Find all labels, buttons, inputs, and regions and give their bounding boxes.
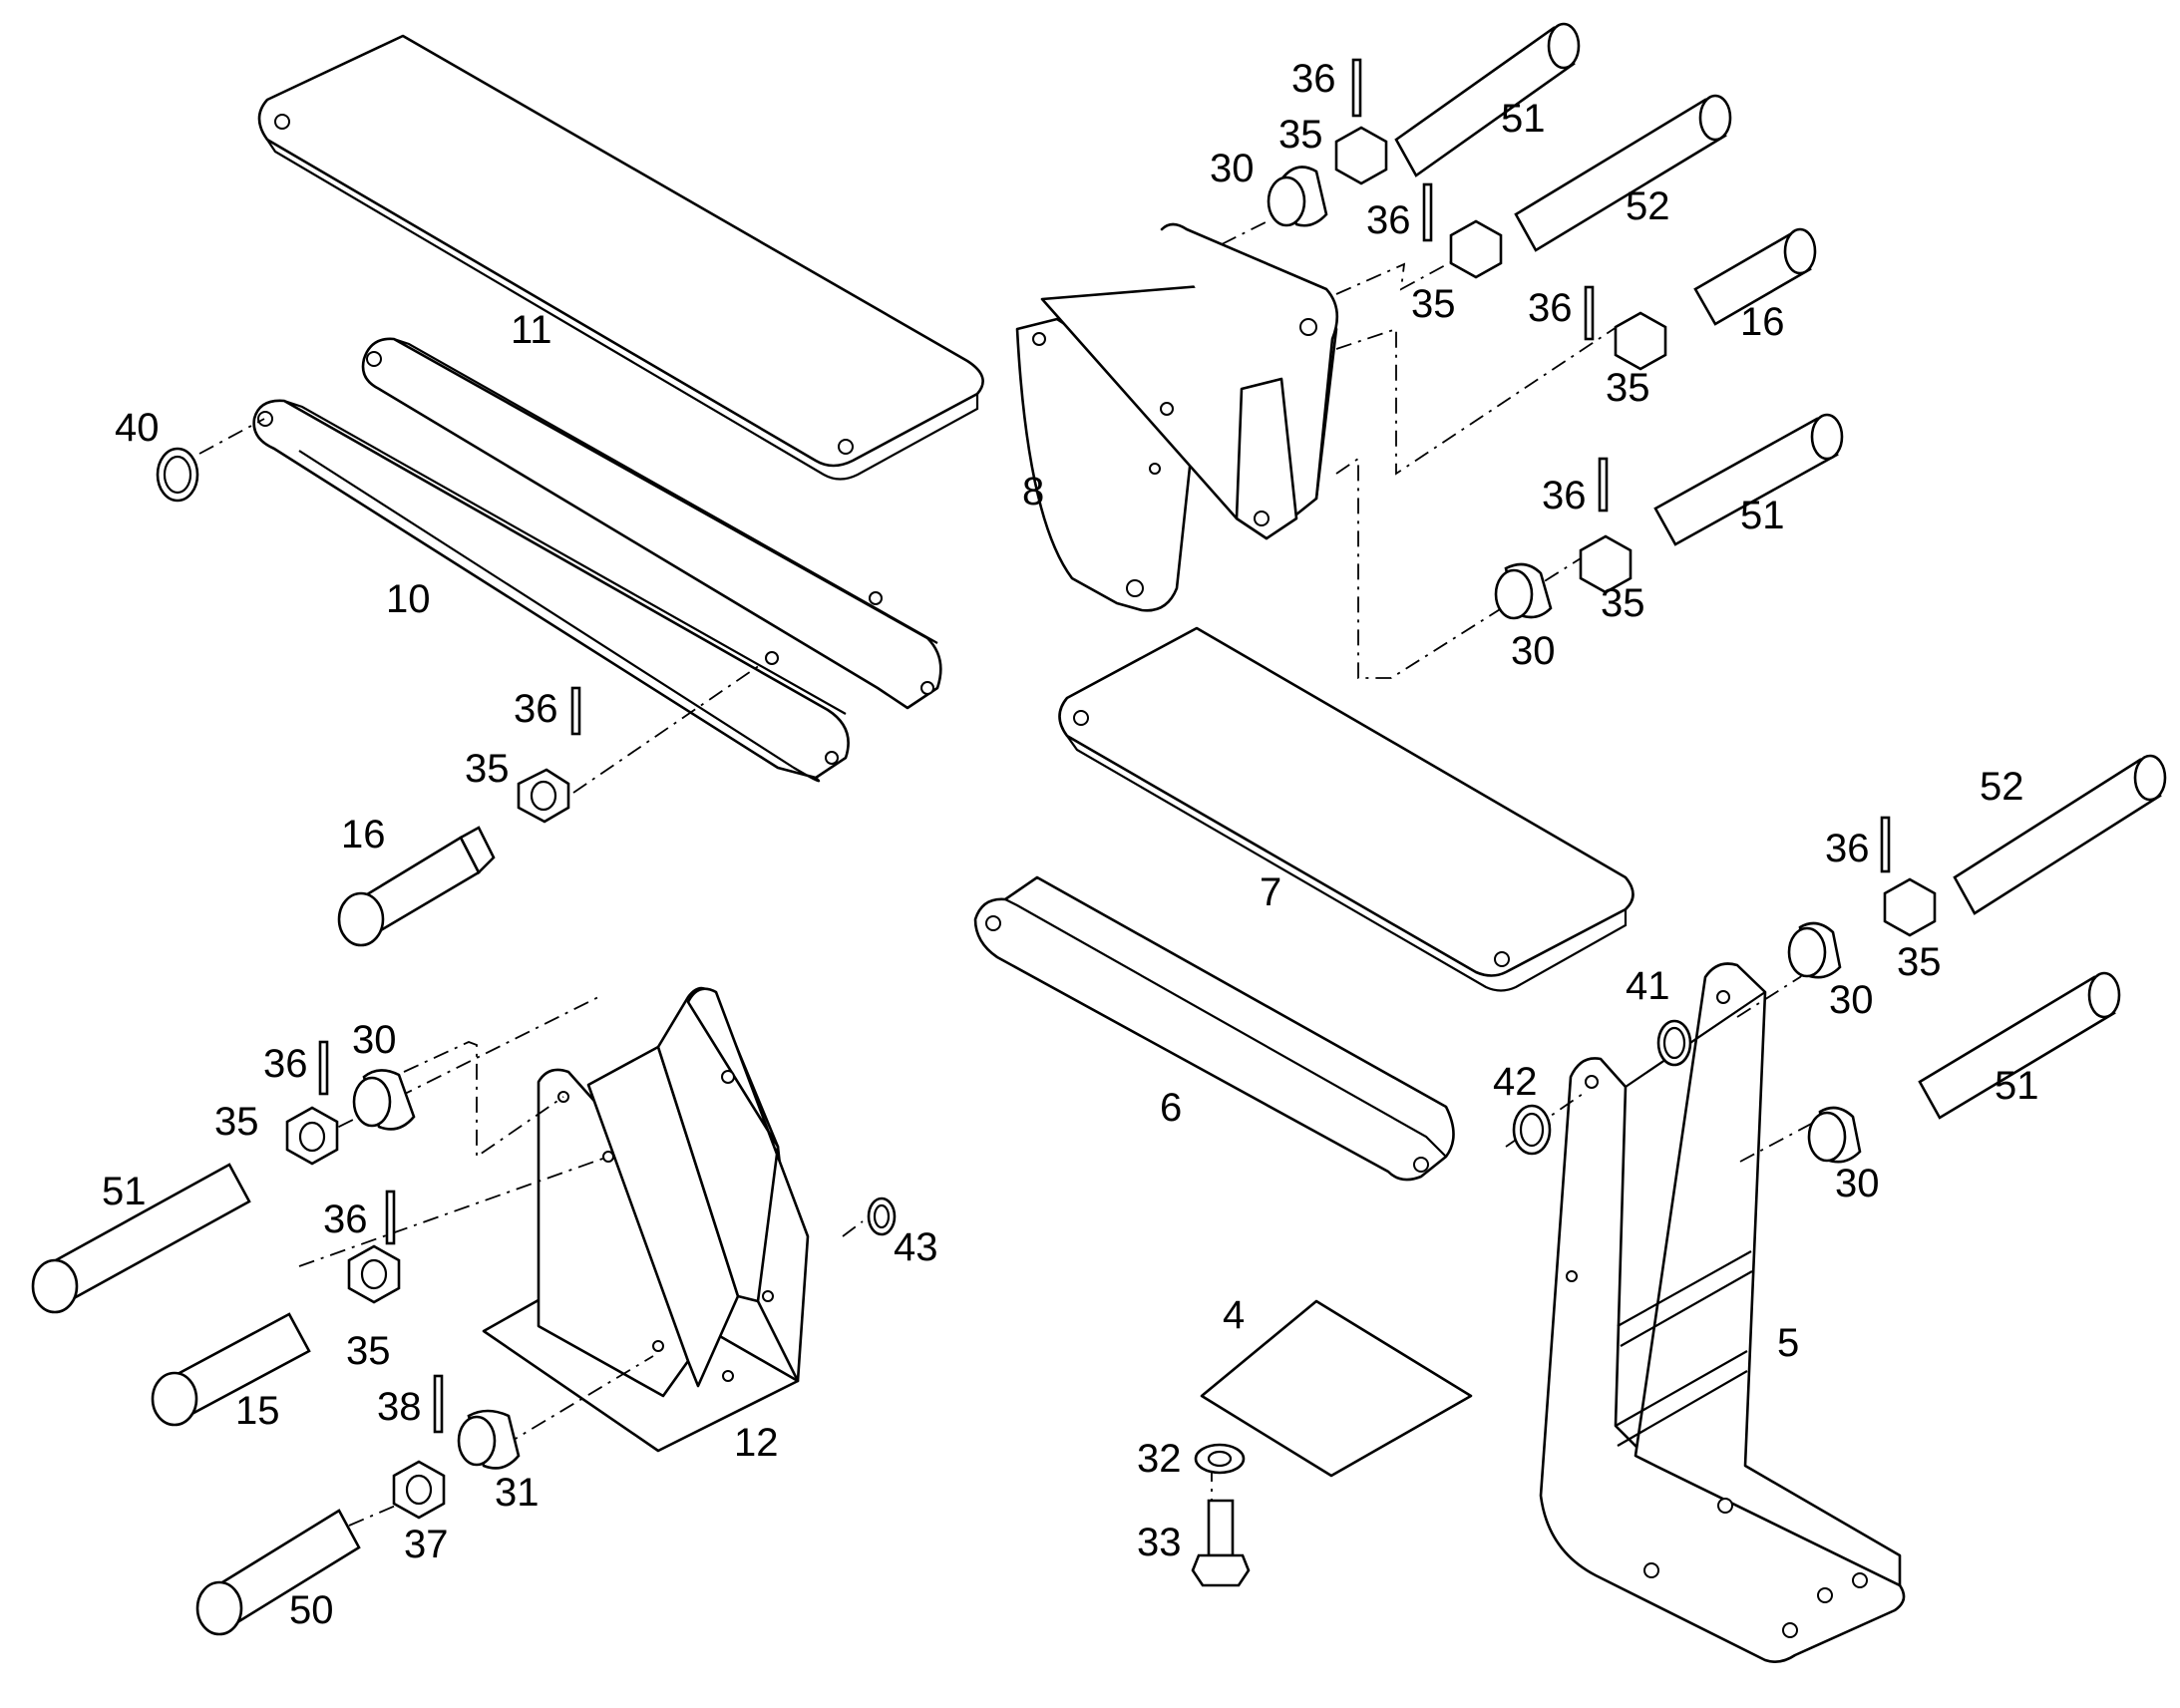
label-30: 30 bbox=[1511, 629, 1556, 673]
label-36: 36 bbox=[1366, 198, 1411, 242]
label-36: 36 bbox=[1542, 474, 1587, 517]
part-8-pivot-bracket bbox=[1015, 222, 1339, 612]
label-36: 36 bbox=[1528, 286, 1573, 330]
label-4: 4 bbox=[1223, 1293, 1245, 1337]
label-35: 35 bbox=[346, 1329, 391, 1373]
label-36: 36 bbox=[323, 1197, 368, 1241]
label-35: 35 bbox=[1606, 366, 1650, 410]
label-30: 30 bbox=[1835, 1162, 1880, 1205]
assembly-lines bbox=[198, 218, 1816, 1527]
label-40: 40 bbox=[115, 406, 160, 450]
label-10: 10 bbox=[386, 577, 431, 621]
label-42: 42 bbox=[1493, 1060, 1538, 1104]
label-51: 51 bbox=[1501, 97, 1546, 141]
label-15: 15 bbox=[235, 1389, 280, 1433]
label-35: 35 bbox=[1411, 282, 1456, 326]
label-51: 51 bbox=[102, 1170, 147, 1213]
label-32: 32 bbox=[1137, 1437, 1182, 1481]
label-31: 31 bbox=[495, 1471, 540, 1515]
label-51: 51 bbox=[1995, 1064, 2039, 1108]
label-35: 35 bbox=[1897, 940, 1942, 984]
label-16: 16 bbox=[1740, 300, 1785, 344]
label-36: 36 bbox=[514, 687, 558, 731]
label-37: 37 bbox=[404, 1523, 449, 1566]
label-36: 36 bbox=[1825, 827, 1870, 870]
label-35: 35 bbox=[1278, 113, 1323, 157]
part-7-link-plate bbox=[1058, 626, 1635, 992]
part-4-plate bbox=[1200, 1299, 1473, 1478]
label-7: 7 bbox=[1260, 870, 1281, 914]
label-38: 38 bbox=[377, 1385, 422, 1429]
small-parts bbox=[31, 22, 2167, 1636]
label-52: 52 bbox=[1980, 765, 2024, 809]
label-35: 35 bbox=[1601, 581, 1645, 625]
part-labels: 11 10 40 36 35 16 8 36 35 30 51 36 35 52… bbox=[102, 57, 2039, 1632]
label-35: 35 bbox=[465, 747, 510, 791]
label-33: 33 bbox=[1137, 1521, 1182, 1564]
part-6-lower-arm bbox=[973, 875, 1455, 1182]
part-12-base-bracket bbox=[482, 986, 810, 1453]
label-16: 16 bbox=[341, 813, 386, 856]
label-30: 30 bbox=[1210, 147, 1255, 190]
label-50: 50 bbox=[289, 1588, 334, 1632]
label-6: 6 bbox=[1160, 1086, 1182, 1130]
label-43: 43 bbox=[894, 1225, 938, 1269]
label-51: 51 bbox=[1740, 494, 1785, 537]
label-52: 52 bbox=[1626, 184, 1670, 228]
label-11: 11 bbox=[511, 308, 552, 352]
label-5: 5 bbox=[1777, 1321, 1799, 1365]
label-36: 36 bbox=[263, 1042, 308, 1086]
label-36: 36 bbox=[1291, 57, 1336, 101]
part-11-link-plate bbox=[257, 34, 984, 481]
label-8: 8 bbox=[1022, 470, 1044, 513]
label-35: 35 bbox=[214, 1100, 259, 1144]
part-5-step-frame bbox=[1539, 962, 1906, 1663]
label-41: 41 bbox=[1626, 964, 1670, 1008]
label-12: 12 bbox=[734, 1421, 779, 1465]
label-30: 30 bbox=[352, 1018, 397, 1062]
part-10-double-arm bbox=[252, 337, 942, 783]
label-30: 30 bbox=[1829, 978, 1874, 1022]
